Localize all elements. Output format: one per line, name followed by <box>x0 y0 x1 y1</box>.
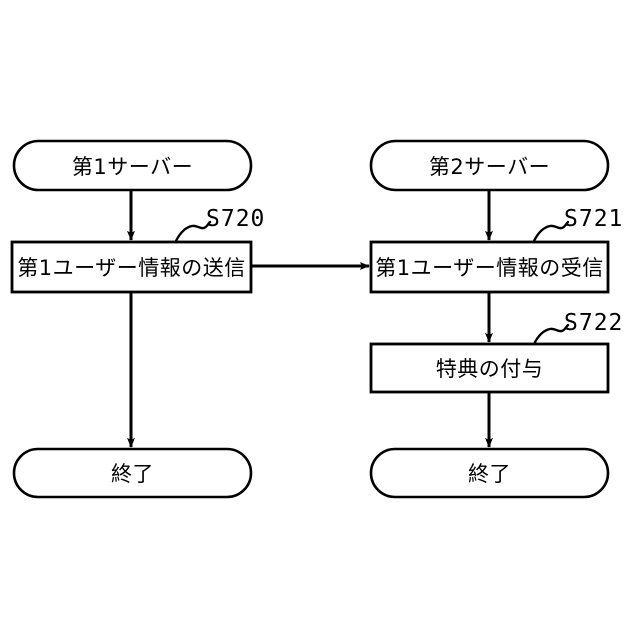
rect-send-shape <box>10 240 253 294</box>
stadium-end1-shape <box>12 447 253 499</box>
stadium-end2-shape <box>369 447 610 499</box>
stadium-server1-shape <box>12 139 253 192</box>
leader-line-s722 <box>532 323 570 346</box>
step-tag-s720: S720 <box>206 206 266 232</box>
rect-receive-shape <box>369 240 610 294</box>
step-tag-s722: S722 <box>564 310 624 336</box>
stadium-server2-shape <box>369 139 610 192</box>
rect-benefit-shape <box>369 342 610 394</box>
step-tag-s721: S721 <box>564 206 624 232</box>
leader-line-s720 <box>174 220 212 243</box>
leader-line-s721 <box>532 220 570 243</box>
